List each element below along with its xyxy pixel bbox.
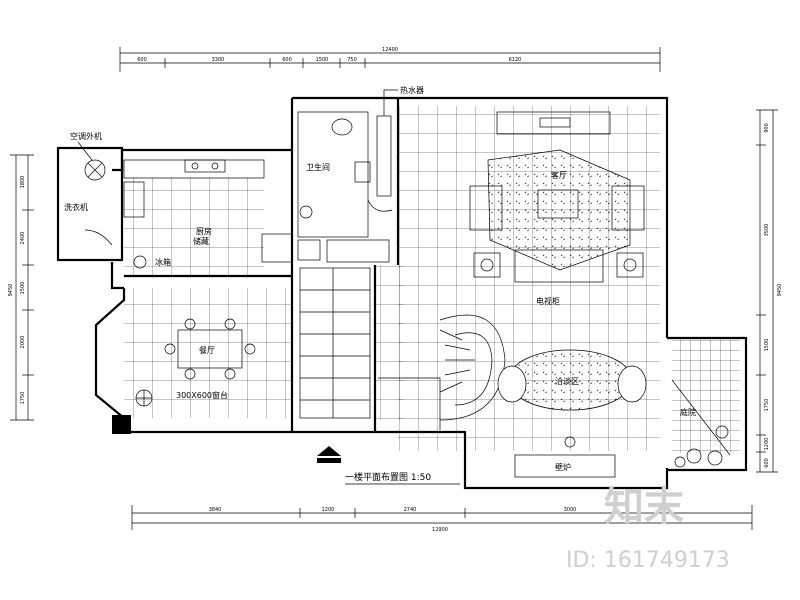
dim-bottom-total: 12900 — [432, 527, 448, 533]
label-water-heater: 热水器 — [400, 85, 424, 95]
stove — [184, 159, 226, 173]
plant-icon — [135, 389, 153, 407]
staircase — [299, 267, 371, 419]
dim-bottom-seg: 1200 — [322, 507, 335, 513]
side-table-left — [473, 252, 501, 278]
dim-top-seg: 600 — [282, 57, 292, 63]
sofa-left — [469, 185, 503, 231]
dim-left-seg: 2000 — [20, 336, 26, 349]
side-table-right — [616, 252, 644, 278]
dim-right-seg: 900 — [764, 123, 770, 133]
label-dining: 餐厅 — [199, 346, 215, 355]
toilet-door — [367, 199, 393, 212]
refrigerator-icon — [133, 255, 147, 269]
label-tv-cabinet: 电视柜 — [536, 296, 560, 306]
label-refrigerator: 冰箱 — [155, 257, 171, 267]
kitchen-floor-tiles — [124, 178, 264, 278]
dimension-lines — [10, 47, 778, 530]
storage-box-3 — [326, 239, 390, 263]
watermark-brand: 知末 — [604, 484, 684, 530]
spiral-stair — [378, 314, 506, 430]
label-living: 客厅 — [551, 170, 567, 180]
dim-top-seg: 6120 — [509, 57, 522, 63]
dim-right-seg: 1750 — [764, 399, 770, 412]
toilet-partition — [354, 161, 371, 183]
dim-bottom-seg: 3840 — [209, 507, 222, 513]
watermark-id: ID: 161749173 — [566, 548, 730, 573]
dim-bottom-seg: 3000 — [564, 507, 577, 513]
fireplace — [514, 454, 616, 478]
negotiation-table — [497, 349, 647, 411]
dim-right-seg: 1200 — [764, 438, 770, 451]
dining-table — [177, 329, 243, 369]
structural-column — [112, 415, 131, 434]
label-fireplace: 壁炉 — [555, 462, 571, 472]
hall-floor-tiles — [375, 265, 405, 420]
dim-left-seg: 1750 — [20, 392, 26, 405]
coffee-table — [537, 189, 579, 219]
entrance-arrow-icon — [317, 446, 341, 463]
dim-left-seg: 1500 — [20, 282, 26, 295]
dim-left-seg: 1800 — [20, 176, 26, 189]
terrace-floor-tiles — [672, 338, 740, 453]
yard-plants — [674, 425, 729, 468]
dim-right-seg: 3500 — [764, 224, 770, 237]
label-window-note: 300X600窗台 — [176, 390, 228, 400]
sofa-bottom — [514, 249, 604, 283]
tv-cabinet — [496, 111, 611, 135]
dim-left-total: 9450 — [8, 284, 14, 297]
water-heater — [376, 115, 392, 197]
living-carpet — [487, 149, 631, 271]
dim-right-total: 9450 — [777, 284, 783, 297]
dim-left-seg: 2400 — [20, 232, 26, 245]
label-ac-unit: 空调外机 — [70, 131, 102, 141]
lamp-left-icon — [480, 258, 494, 272]
dim-top-total: 12400 — [382, 47, 398, 53]
tv-unit — [539, 117, 571, 128]
label-toilet: 卫生间 — [306, 162, 330, 172]
label-yard: 庭院 — [680, 407, 696, 417]
toilet-icon — [331, 118, 353, 136]
fireplace-knob-icon — [564, 436, 576, 448]
storage-box-2 — [261, 233, 293, 263]
dim-right-seg: 600 — [764, 458, 770, 468]
storage-box-1 — [297, 239, 321, 261]
yard-edge — [671, 379, 731, 456]
lamp-right-icon — [623, 258, 637, 272]
label-storage: 储藏 — [193, 236, 209, 246]
dim-top-seg: 1500 — [316, 57, 329, 63]
washbasin-icon — [299, 205, 313, 219]
kitchen-door — [84, 229, 113, 246]
kitchen-sink — [123, 181, 145, 218]
label-washer: 洗衣机 — [64, 202, 88, 212]
dim-top-seg: 600 — [137, 57, 147, 63]
label-negotiation: 洽谈区 — [555, 376, 579, 386]
ac-unit-icon — [84, 159, 106, 181]
dim-top-seg: 750 — [347, 57, 357, 63]
dim-bottom-seg: 2740 — [404, 507, 417, 513]
dim-top-seg: 3300 — [212, 57, 225, 63]
sofa-right — [611, 185, 645, 231]
dim-right-seg: 1500 — [764, 339, 770, 352]
label-kitchen: 厨房 — [196, 226, 212, 236]
outer-walls — [56, 96, 748, 490]
toilet-area — [297, 111, 369, 238]
drawing-title: 一楼平面布置图 1:50 — [345, 471, 431, 483]
